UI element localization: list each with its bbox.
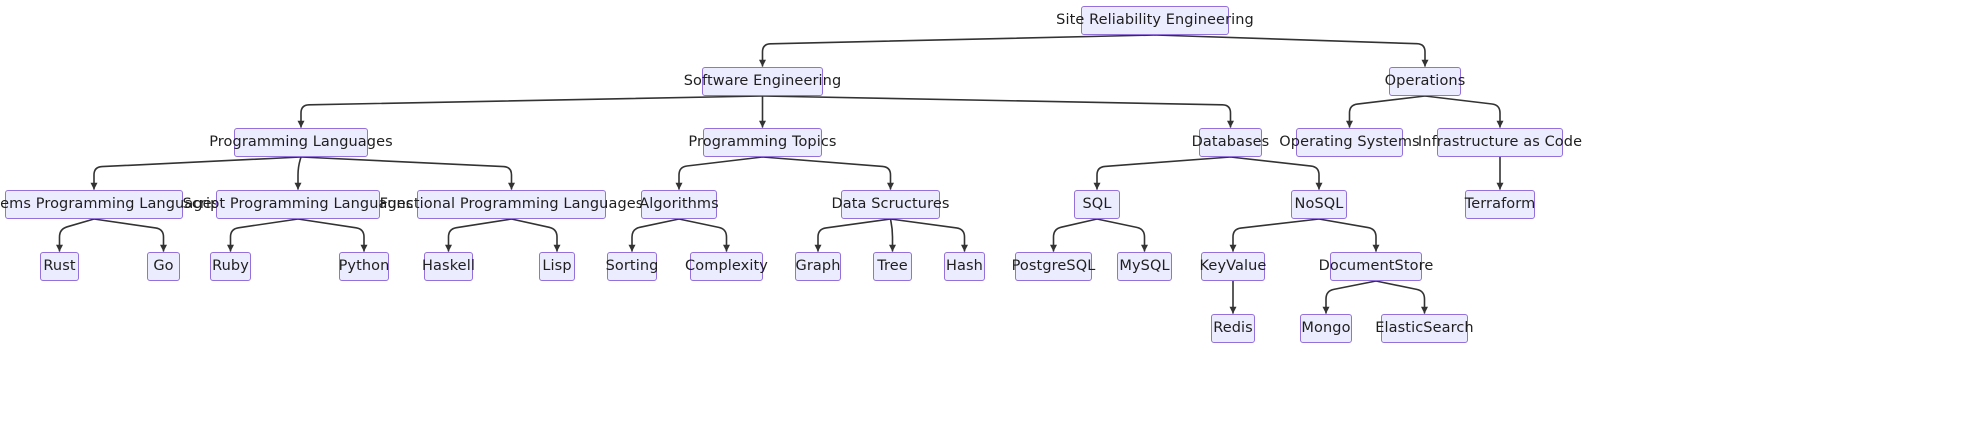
edge-sql-to-mysql [1096,218,1148,252]
edge-sre-to-swe [759,34,1156,67]
node-docstore[interactable]: DocumentStore [1319,252,1433,281]
node-sre[interactable]: Site Reliability Engineering [1056,6,1254,35]
node-iac[interactable]: Infrastructure as Code [1418,128,1582,157]
edge-docstore-to-elastic [1375,280,1428,314]
node-label: KeyValue [1199,258,1267,275]
edge-sre-to-ops [1154,34,1429,67]
node-complexity[interactable]: Complexity [685,252,768,281]
edge-sql-to-postgresql [1050,218,1098,252]
node-datastruct[interactable]: Data Scructures [831,190,949,219]
node-ruby[interactable]: Ruby [210,252,251,281]
node-redis[interactable]: Redis [1211,314,1255,343]
edge-funcprog-to-haskell [445,218,513,252]
node-haskell[interactable]: Haskell [422,252,475,281]
edge-scriptprog-to-python [297,218,368,252]
edge-databases-to-nosql [1229,156,1323,190]
edge-swe-to-proglang [297,95,764,128]
node-hash[interactable]: Hash [944,252,985,281]
edge-swe-to-databases [761,95,1234,128]
node-sorting[interactable]: Sorting [605,252,659,281]
node-label: Lisp [542,258,572,275]
node-databases[interactable]: Databases [1192,128,1269,157]
node-label: Systems Programming Languages [0,196,220,213]
edge-datastruct-to-tree [889,218,896,252]
node-sysprog[interactable]: Systems Programming Languages [0,190,219,219]
node-os[interactable]: Operating Systems [1279,128,1420,157]
node-funcprog[interactable]: Functional Programming Languages [380,190,643,219]
node-nosql[interactable]: NoSQL [1291,190,1347,219]
node-progtopics[interactable]: Programming Topics [688,128,836,157]
node-label: Algorithms [639,196,719,213]
node-label: Mongo [1301,320,1351,337]
node-python[interactable]: Python [339,252,389,281]
node-label: PostgreSQL [1011,258,1096,275]
node-label: Rust [43,258,76,275]
node-label: Hash [946,258,983,275]
edge-docstore-to-mongo [1322,280,1377,314]
node-proglang[interactable]: Programming Languages [209,128,393,157]
node-label: Go [153,258,174,275]
edge-progtopics-to-algorithms [675,156,764,190]
node-label: Infrastructure as Code [1417,134,1583,151]
edge-algorithms-to-complexity [678,218,730,252]
node-algorithms[interactable]: Algorithms [639,190,719,219]
node-label: Haskell [422,258,475,275]
node-label: NoSQL [1294,196,1344,213]
node-label: DocumentStore [1318,258,1434,275]
edge-ops-to-os [1346,95,1426,128]
edge-sysprog-to-rust [56,218,95,252]
node-label: ElasticSearch [1375,320,1474,337]
edge-progtopics-to-datastruct [761,156,894,190]
node-label: Script Programming Languages [182,196,414,213]
node-label: Graph [795,258,841,275]
node-label: Python [338,258,390,275]
node-label: Programming Topics [688,134,837,151]
node-label: SQL [1082,196,1112,213]
node-terraform[interactable]: Terraform [1465,190,1535,219]
edge-nosql-to-keyvalue [1229,218,1320,252]
edge-ops-to-iac [1424,95,1504,128]
edge-datastruct-to-hash [889,218,968,252]
node-label: Operations [1384,73,1466,90]
node-mongo[interactable]: Mongo [1300,314,1352,343]
node-label: Complexity [685,258,768,275]
node-label: Sorting [605,258,659,275]
edge-sysprog-to-go [93,218,167,252]
edge-scriptprog-to-ruby [227,218,299,252]
node-rust[interactable]: Rust [40,252,79,281]
node-mysql[interactable]: MySQL [1117,252,1172,281]
node-elastic[interactable]: ElasticSearch [1375,314,1474,343]
node-graph[interactable]: Graph [795,252,841,281]
node-label: Software Engineering [683,73,842,90]
node-label: Databases [1191,134,1270,151]
node-lisp[interactable]: Lisp [539,252,575,281]
node-tree[interactable]: Tree [873,252,912,281]
node-go[interactable]: Go [147,252,180,281]
node-label: Data Scructures [831,196,950,213]
edge-nosql-to-docstore [1318,218,1380,252]
node-label: Operating Systems [1279,134,1420,151]
node-ops[interactable]: Operations [1385,67,1465,96]
node-swe[interactable]: Software Engineering [684,67,841,96]
node-label: Ruby [212,258,249,275]
node-scriptprog[interactable]: Script Programming Languages [183,190,413,219]
node-label: Site Reliability Engineering [1056,12,1254,29]
node-keyvalue[interactable]: KeyValue [1199,252,1267,281]
edge-databases-to-sql [1093,156,1232,190]
node-label: Functional Programming Languages [379,196,644,213]
edge-proglang-to-sysprog [90,156,302,190]
node-label: Redis [1213,320,1253,337]
node-label: Tree [877,258,908,275]
node-sql[interactable]: SQL [1074,190,1120,219]
node-label: Terraform [1464,196,1536,213]
edge-datastruct-to-graph [814,218,892,252]
edge-algorithms-to-sorting [628,218,680,252]
edge-proglang-to-scriptprog [294,156,302,190]
edge-funcprog-to-lisp [510,218,561,252]
node-label: MySQL [1119,258,1170,275]
edge-proglang-to-funcprog [300,156,515,190]
node-label: Programming Languages [209,134,393,151]
node-postgresql[interactable]: PostgreSQL [1012,252,1095,281]
